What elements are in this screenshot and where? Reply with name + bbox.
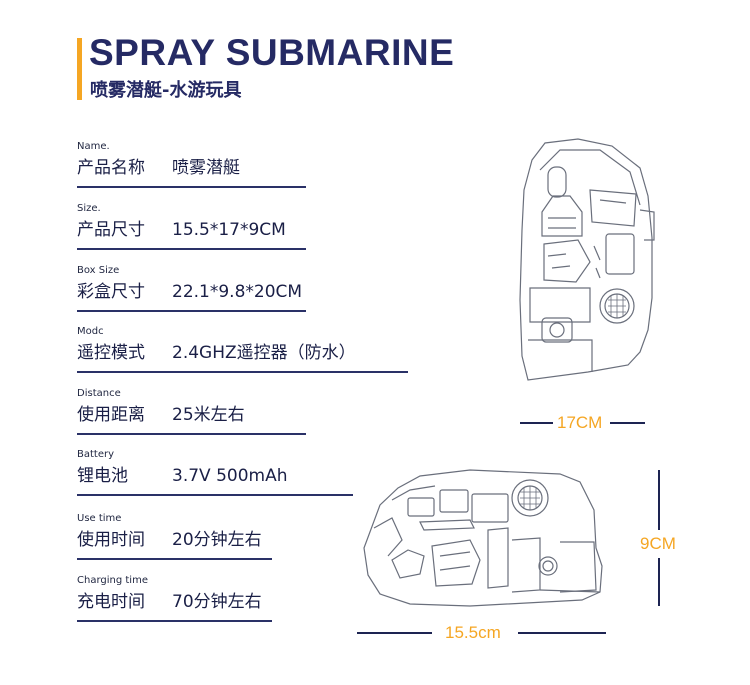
page-subtitle: 喷雾潜艇-水游玩具 (90, 80, 242, 101)
submarine-side-view (363, 469, 603, 607)
spec-cn-label: 锂电池 (77, 466, 128, 486)
spec-divider (77, 310, 306, 312)
spec-divider (77, 558, 272, 560)
spec-size: Size. 产品尺寸 15.5*17*9CM (77, 203, 306, 250)
spec-value: 15.5*17*9CM (172, 220, 286, 240)
spec-distance: Distance 使用距离 25米左右 (77, 388, 306, 435)
spec-value: 喷雾潜艇 (172, 158, 240, 178)
spec-value: 22.1*9.8*20CM (172, 282, 303, 302)
spec-box-size: Box Size 彩盒尺寸 22.1*9.8*20CM (77, 265, 306, 312)
spec-battery: Battery 锂电池 3.7V 500mAh (77, 449, 353, 496)
submarine-front-view (519, 138, 655, 381)
spec-cn-label: 使用距离 (77, 405, 145, 425)
dimension-width-label: 17CM (553, 413, 607, 433)
spec-cn-label: 遥控模式 (77, 343, 145, 363)
dimension-length-label: 15.5cm (441, 623, 505, 643)
title-accent-bar (77, 38, 82, 100)
page-title: SPRAY SUBMARINE (89, 32, 455, 73)
spec-en-label: Size. (77, 203, 101, 214)
spec-en-label: Battery (77, 449, 115, 460)
spec-en-label: Box Size (77, 265, 120, 276)
spec-cn-label: 彩盒尺寸 (77, 282, 145, 302)
spec-value: 25米左右 (172, 405, 245, 425)
spec-divider (77, 248, 306, 250)
spec-divider (77, 620, 272, 622)
spec-value: 2.4GHZ遥控器（防水） (172, 343, 356, 363)
spec-remote-mode: Modc 遥控模式 2.4GHZ遥控器（防水） (77, 326, 408, 373)
spec-cn-label: 充电时间 (77, 592, 145, 612)
spec-cn-label: 产品名称 (77, 158, 145, 178)
spec-en-label: Modc (77, 326, 104, 337)
spec-cn-label: 使用时间 (77, 530, 145, 550)
spec-en-label: Name. (77, 141, 110, 152)
spec-value: 20分钟左右 (172, 530, 262, 550)
spec-value: 3.7V 500mAh (172, 466, 288, 486)
spec-en-label: Distance (77, 388, 121, 399)
spec-divider (77, 186, 306, 188)
spec-divider (77, 371, 408, 373)
spec-charging-time: Charging time 充电时间 70分钟左右 (77, 575, 272, 622)
dimension-height-label: 9CM (636, 534, 680, 554)
spec-divider (77, 433, 306, 435)
spec-name: Name. 产品名称 喷雾潜艇 (77, 141, 306, 188)
spec-en-label: Charging time (77, 575, 148, 586)
spec-use-time: Use time 使用时间 20分钟左右 (77, 513, 272, 560)
spec-divider (77, 494, 353, 496)
spec-value: 70分钟左右 (172, 592, 262, 612)
spec-en-label: Use time (77, 513, 122, 524)
spec-cn-label: 产品尺寸 (77, 220, 145, 240)
